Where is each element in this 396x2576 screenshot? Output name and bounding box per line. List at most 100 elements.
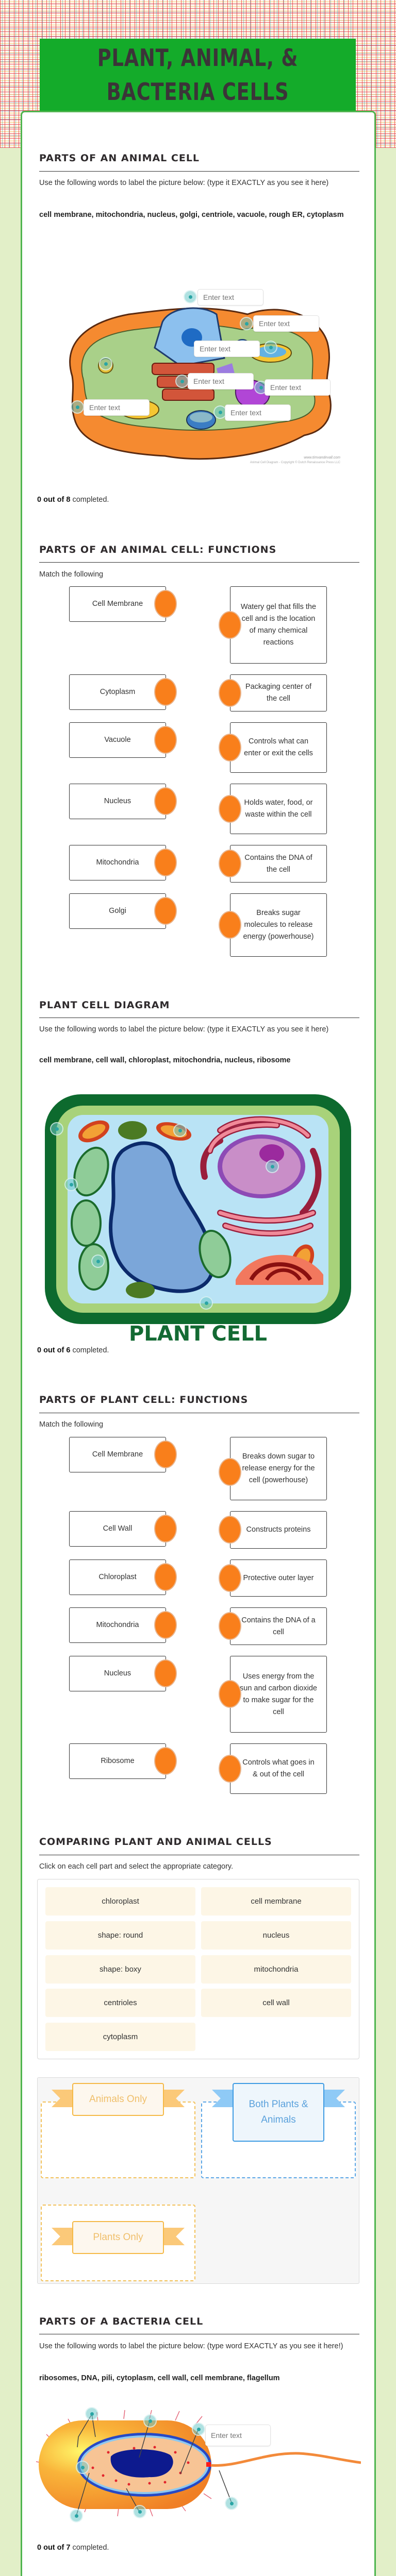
label-hotspot[interactable]: [71, 400, 84, 414]
label-hotspot[interactable]: [70, 2509, 83, 2522]
instructions: Use the following words to label the pic…: [39, 2342, 343, 2350]
sort-item[interactable]: chloroplast: [45, 1887, 195, 1916]
match-connector-dot[interactable]: [154, 897, 177, 925]
label-hotspot[interactable]: [240, 317, 253, 330]
section-heading-compare-plant-animal: Comparing Plant and Animal Cells: [39, 1836, 272, 1848]
match-left-item[interactable]: Cell Membrane: [69, 586, 166, 622]
category-label-plants-only: Plants Only: [52, 2221, 185, 2259]
label-hotspot[interactable]: [133, 2505, 146, 2518]
match-left-item[interactable]: Nucleus: [69, 1656, 166, 1691]
match-right-item[interactable]: Breaks down sugar to release energy for …: [230, 1437, 327, 1500]
label-hotspot[interactable]: [192, 2422, 205, 2436]
match-right-item[interactable]: Holds water, food, or waste within the c…: [230, 784, 327, 834]
label-hotspot[interactable]: [266, 1160, 279, 1173]
match-connector-dot[interactable]: [219, 1755, 241, 1783]
match-connector-dot[interactable]: [219, 679, 241, 707]
label-hotspot[interactable]: [173, 1124, 187, 1137]
label-input[interactable]: [253, 315, 319, 332]
word-bank: cell membrane, mitochondria, nucleus, go…: [39, 211, 344, 219]
match-connector-dot[interactable]: [219, 1458, 241, 1486]
label-hotspot[interactable]: [200, 1296, 213, 1310]
match-right-item[interactable]: Contains the DNA of the cell: [230, 845, 327, 883]
label-input[interactable]: [225, 404, 291, 421]
match-right-item[interactable]: Protective outer layer: [230, 1560, 327, 1597]
match-right-item[interactable]: Controls what can enter or exit the cell…: [230, 722, 327, 773]
sort-item[interactable]: mitochondria: [201, 1955, 351, 1984]
match-left-item[interactable]: Ribosome: [69, 1743, 166, 1779]
section-heading-animal-parts: Parts of an Animal Cell: [39, 152, 200, 164]
label-input[interactable]: [197, 289, 263, 306]
match-right-item[interactable]: Watery gel that fills the cell and is th…: [230, 586, 327, 664]
match-left-item[interactable]: Cytoplasm: [69, 674, 166, 710]
match-connector-dot[interactable]: [154, 1440, 177, 1468]
category-area: Animals Only Both Plants & Animals Plant…: [37, 2077, 359, 2284]
match-right-item[interactable]: Controls what goes in & out of the cell: [230, 1743, 327, 1794]
match-left-item[interactable]: Cell Wall: [69, 1511, 166, 1547]
label-input[interactable]: [265, 379, 331, 396]
match-right-item[interactable]: Breaks sugar molecules to release energy…: [230, 893, 327, 957]
match-left-item[interactable]: Nucleus: [69, 784, 166, 819]
match-left-item[interactable]: Cell Membrane: [69, 1437, 166, 1472]
match-connector-dot[interactable]: [154, 849, 177, 876]
match-left-item[interactable]: Golgi: [69, 893, 166, 929]
animal-cell-diagram: www.timvandevall.com Animal Cell Diagram…: [52, 286, 340, 482]
label-hotspot[interactable]: [143, 2414, 157, 2428]
match-connector-dot[interactable]: [219, 1680, 241, 1708]
sort-item[interactable]: cell wall: [201, 1989, 351, 2017]
instructions: Click on each cell part and select the a…: [39, 1862, 234, 1871]
label-hotspot[interactable]: [264, 341, 277, 354]
match-connector-dot[interactable]: [219, 1564, 241, 1592]
plant-cell-illustration: PLANT CELL: [45, 1094, 351, 1346]
sort-item[interactable]: centrioles: [45, 1989, 195, 2017]
match-left-item[interactable]: Vacuole: [69, 722, 166, 758]
match-connector-dot[interactable]: [154, 1659, 177, 1687]
match-connector-dot[interactable]: [219, 734, 241, 761]
match-connector-dot[interactable]: [154, 1515, 177, 1543]
sort-item[interactable]: shape: boxy: [45, 1955, 195, 1984]
match-connector-dot[interactable]: [219, 611, 241, 639]
label-hotspot[interactable]: [85, 2407, 98, 2420]
label-input[interactable]: [205, 2425, 271, 2446]
match-right-item[interactable]: Constructs proteins: [230, 1511, 327, 1549]
match-connector-dot[interactable]: [154, 590, 177, 618]
label-hotspot[interactable]: [50, 1122, 63, 1136]
match-connector-dot[interactable]: [154, 1747, 177, 1775]
match-connector-dot[interactable]: [154, 1611, 177, 1639]
match-connector-dot[interactable]: [154, 787, 177, 815]
label-hotspot[interactable]: [99, 357, 112, 370]
label-hotspot[interactable]: [184, 290, 197, 303]
sort-item[interactable]: cytoplasm: [45, 2023, 195, 2051]
match-connector-dot[interactable]: [154, 726, 177, 754]
match-connector-dot[interactable]: [219, 850, 241, 877]
section-heading-animal-functions: Parts of an Animal Cell: Functions: [39, 544, 277, 555]
sort-item[interactable]: cell membrane: [201, 1887, 351, 1916]
match-connector-dot[interactable]: [219, 1516, 241, 1544]
match-connector-dot[interactable]: [219, 1612, 241, 1640]
label-hotspot[interactable]: [64, 1178, 78, 1191]
sort-item[interactable]: nucleus: [201, 1921, 351, 1950]
match-left-item[interactable]: Mitochondria: [69, 845, 166, 880]
instructions: Use the following words to label the pic…: [39, 179, 329, 187]
label-hotspot[interactable]: [76, 2461, 89, 2474]
label-input[interactable]: [194, 341, 260, 357]
bacteria-cell-diagram: [31, 2396, 361, 2524]
match-connector-dot[interactable]: [154, 1563, 177, 1591]
match-right-item[interactable]: Contains the DNA of a cell: [230, 1607, 327, 1645]
image-credit: Animal Cell Diagram - Copyright © Dutch …: [250, 461, 340, 464]
label-hotspot[interactable]: [175, 375, 189, 388]
sort-item[interactable]: shape: round: [45, 1921, 195, 1950]
match-right-item[interactable]: Packaging center of the cell: [230, 674, 327, 711]
match-left-item[interactable]: Mitochondria: [69, 1607, 166, 1643]
label-hotspot[interactable]: [91, 1255, 105, 1268]
match-left-item[interactable]: Chloroplast: [69, 1560, 166, 1595]
label-input[interactable]: [84, 399, 150, 416]
category-label-animals-only: Animals Only: [52, 2083, 185, 2121]
match-connector-dot[interactable]: [154, 678, 177, 706]
label-input[interactable]: [188, 373, 254, 389]
title-banner: Plant, Animal, & Bacteria Cells: [40, 39, 356, 111]
match-connector-dot[interactable]: [219, 911, 241, 939]
match-connector-dot[interactable]: [219, 795, 241, 823]
match-right-item[interactable]: Uses energy from the sun and carbon diox…: [230, 1656, 327, 1733]
label-hotspot[interactable]: [225, 2497, 238, 2510]
image-credit-url: www.timvandevall.com: [304, 456, 340, 460]
